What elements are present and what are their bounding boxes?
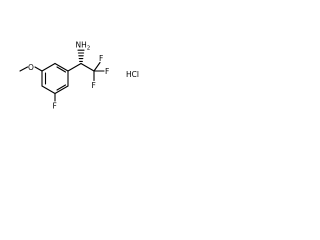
ring-to-oxygen-bond xyxy=(34,66,43,72)
oxygen-to-methyl-bond xyxy=(19,66,29,72)
ring-bond-1 xyxy=(41,62,56,72)
ring-bond-5 xyxy=(41,85,56,95)
fluorine-bottom-label: F xyxy=(92,81,96,90)
stereo-hash-bond xyxy=(77,49,85,62)
benzene-ring xyxy=(41,62,69,95)
methoxy-oxygen-label: O xyxy=(28,63,34,72)
amine-label: NH2 xyxy=(76,41,91,52)
ring-double-bond-3 xyxy=(56,84,67,91)
ring-fluorine-label: F xyxy=(53,102,57,111)
fluorine-right-label: F xyxy=(105,67,109,76)
chiral-to-cf3-bond xyxy=(80,62,95,72)
ring-to-chiral-bond xyxy=(67,62,82,72)
fluorine-top-label: F xyxy=(99,54,103,63)
ring-double-bond-2 xyxy=(56,66,67,73)
molecule-structure: NH2 F F F F O HCl xyxy=(19,41,139,111)
salt-label: HCl xyxy=(126,70,139,79)
ring-bond-4 xyxy=(54,85,69,95)
cf3-bond-top xyxy=(93,61,101,72)
ring-bond-2 xyxy=(54,62,69,72)
